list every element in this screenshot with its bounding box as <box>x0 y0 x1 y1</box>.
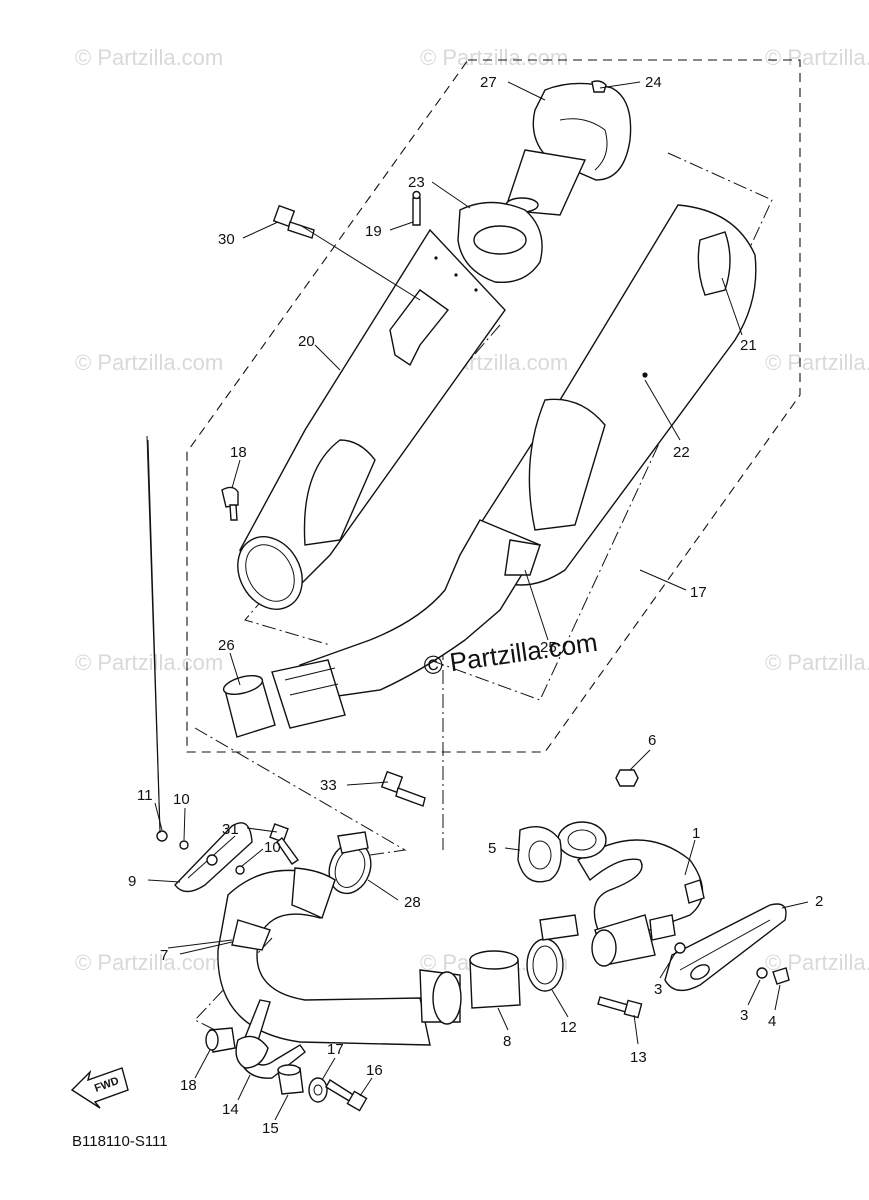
fasteners-part-3-4 <box>674 942 790 985</box>
part-label-33: 33 <box>320 777 337 794</box>
sleeve-part-28 <box>222 674 276 738</box>
part-label-23: 21 <box>740 337 757 354</box>
forward-arrow-icon: FWD <box>70 1067 129 1109</box>
damper-part-15 <box>277 1064 304 1095</box>
collar-part-18 <box>205 1027 236 1053</box>
part-label-6: 6 <box>648 732 656 749</box>
silencer-body-part <box>469 204 757 586</box>
clamp-part-12 <box>526 914 579 992</box>
part-label-16: 16 <box>366 1062 383 1079</box>
part-label-13: 13 <box>630 1049 647 1066</box>
part-label-10a: 10 <box>173 791 190 808</box>
bolt-part-31 <box>269 823 299 865</box>
watermark: © Partzilla.com <box>765 45 869 70</box>
watermark: © Partzilla.com <box>765 350 869 375</box>
part-labels: 27 24 23 19 30 20 21 22 18 17 25 26 33 3… <box>128 74 823 1137</box>
part-label-15: 15 <box>262 1120 279 1137</box>
leader-lines <box>146 81 809 1121</box>
part-label-7: 7 <box>160 947 168 964</box>
inner-pipe-part <box>237 228 506 610</box>
bolt-part-16 <box>325 1079 368 1112</box>
part-label-19: 17 <box>690 584 707 601</box>
bolt-part-32 <box>272 204 315 239</box>
part-label-5: 5 <box>488 840 496 857</box>
part-label-28: 26 <box>218 637 235 654</box>
part-label-24: 22 <box>673 444 690 461</box>
diagram-code: B118110-S111 <box>72 1133 168 1150</box>
pipe-sleeve-part-8 <box>469 950 521 1009</box>
part-label-9: 9 <box>128 873 136 890</box>
rivet-part-21 <box>412 190 421 226</box>
part-label-26: 24 <box>645 74 662 91</box>
gasket-part-5 <box>517 826 562 883</box>
part-label-30: 28 <box>404 894 421 911</box>
muffler-assembly-boundary <box>186 59 801 753</box>
bracket-part-14 <box>235 999 306 1079</box>
end-cap-part <box>504 80 632 216</box>
part-label-10b: 10 <box>264 839 281 856</box>
part-label-2: 2 <box>815 893 823 910</box>
silencer-body-guide <box>429 152 773 701</box>
part-label-3a: 3 <box>654 981 662 998</box>
part-label-31: 31 <box>222 821 239 838</box>
bolt-part-33 <box>380 770 426 807</box>
watermark: © Partzilla.com <box>75 45 223 70</box>
part-label-29: 27 <box>480 74 497 91</box>
part-label-18: 18 <box>180 1077 197 1094</box>
part-label-1: 1 <box>692 825 700 842</box>
watermarks: © Partzilla.com © Partzilla.com © Partzi… <box>75 45 869 975</box>
part-label-22: 20 <box>298 333 315 350</box>
watermark: © Partzilla.com <box>420 45 568 70</box>
watermark: © Partzilla.com <box>75 650 223 675</box>
front-exhaust-pipe-part <box>217 867 462 1046</box>
nut-part-6 <box>615 769 639 787</box>
watermark: © Partzilla.com <box>75 950 223 975</box>
part-label-25: 23 <box>408 174 425 191</box>
part-label-8: 8 <box>503 1033 511 1050</box>
heat-protector-part-2 <box>664 903 787 992</box>
part-label-20: 18 <box>230 444 247 461</box>
band-clamp-30 <box>328 831 372 895</box>
part-label-14: 14 <box>222 1101 239 1118</box>
part-label-11: 11 <box>137 787 153 804</box>
part-label-32: 30 <box>218 231 235 248</box>
part-label-3b: 3 <box>740 1007 748 1024</box>
part-label-21: 19 <box>365 223 382 240</box>
part-label-12: 12 <box>560 1019 577 1036</box>
header-pipe-part <box>557 821 705 967</box>
bolt-part-13 <box>597 996 643 1019</box>
link-pipe-part <box>271 519 542 729</box>
bolt-part-20 <box>221 486 239 521</box>
heat-protector-part-9 <box>156 822 253 893</box>
watermark: © Partzilla.com <box>765 650 869 675</box>
part-label-27: 25 <box>540 639 557 656</box>
part-label-17: 17 <box>327 1041 344 1058</box>
washer-part-17 <box>308 1077 328 1103</box>
watermark: © Partzilla.com <box>75 350 223 375</box>
gasket-ring-part <box>457 201 543 284</box>
part-label-4: 4 <box>768 1013 776 1030</box>
